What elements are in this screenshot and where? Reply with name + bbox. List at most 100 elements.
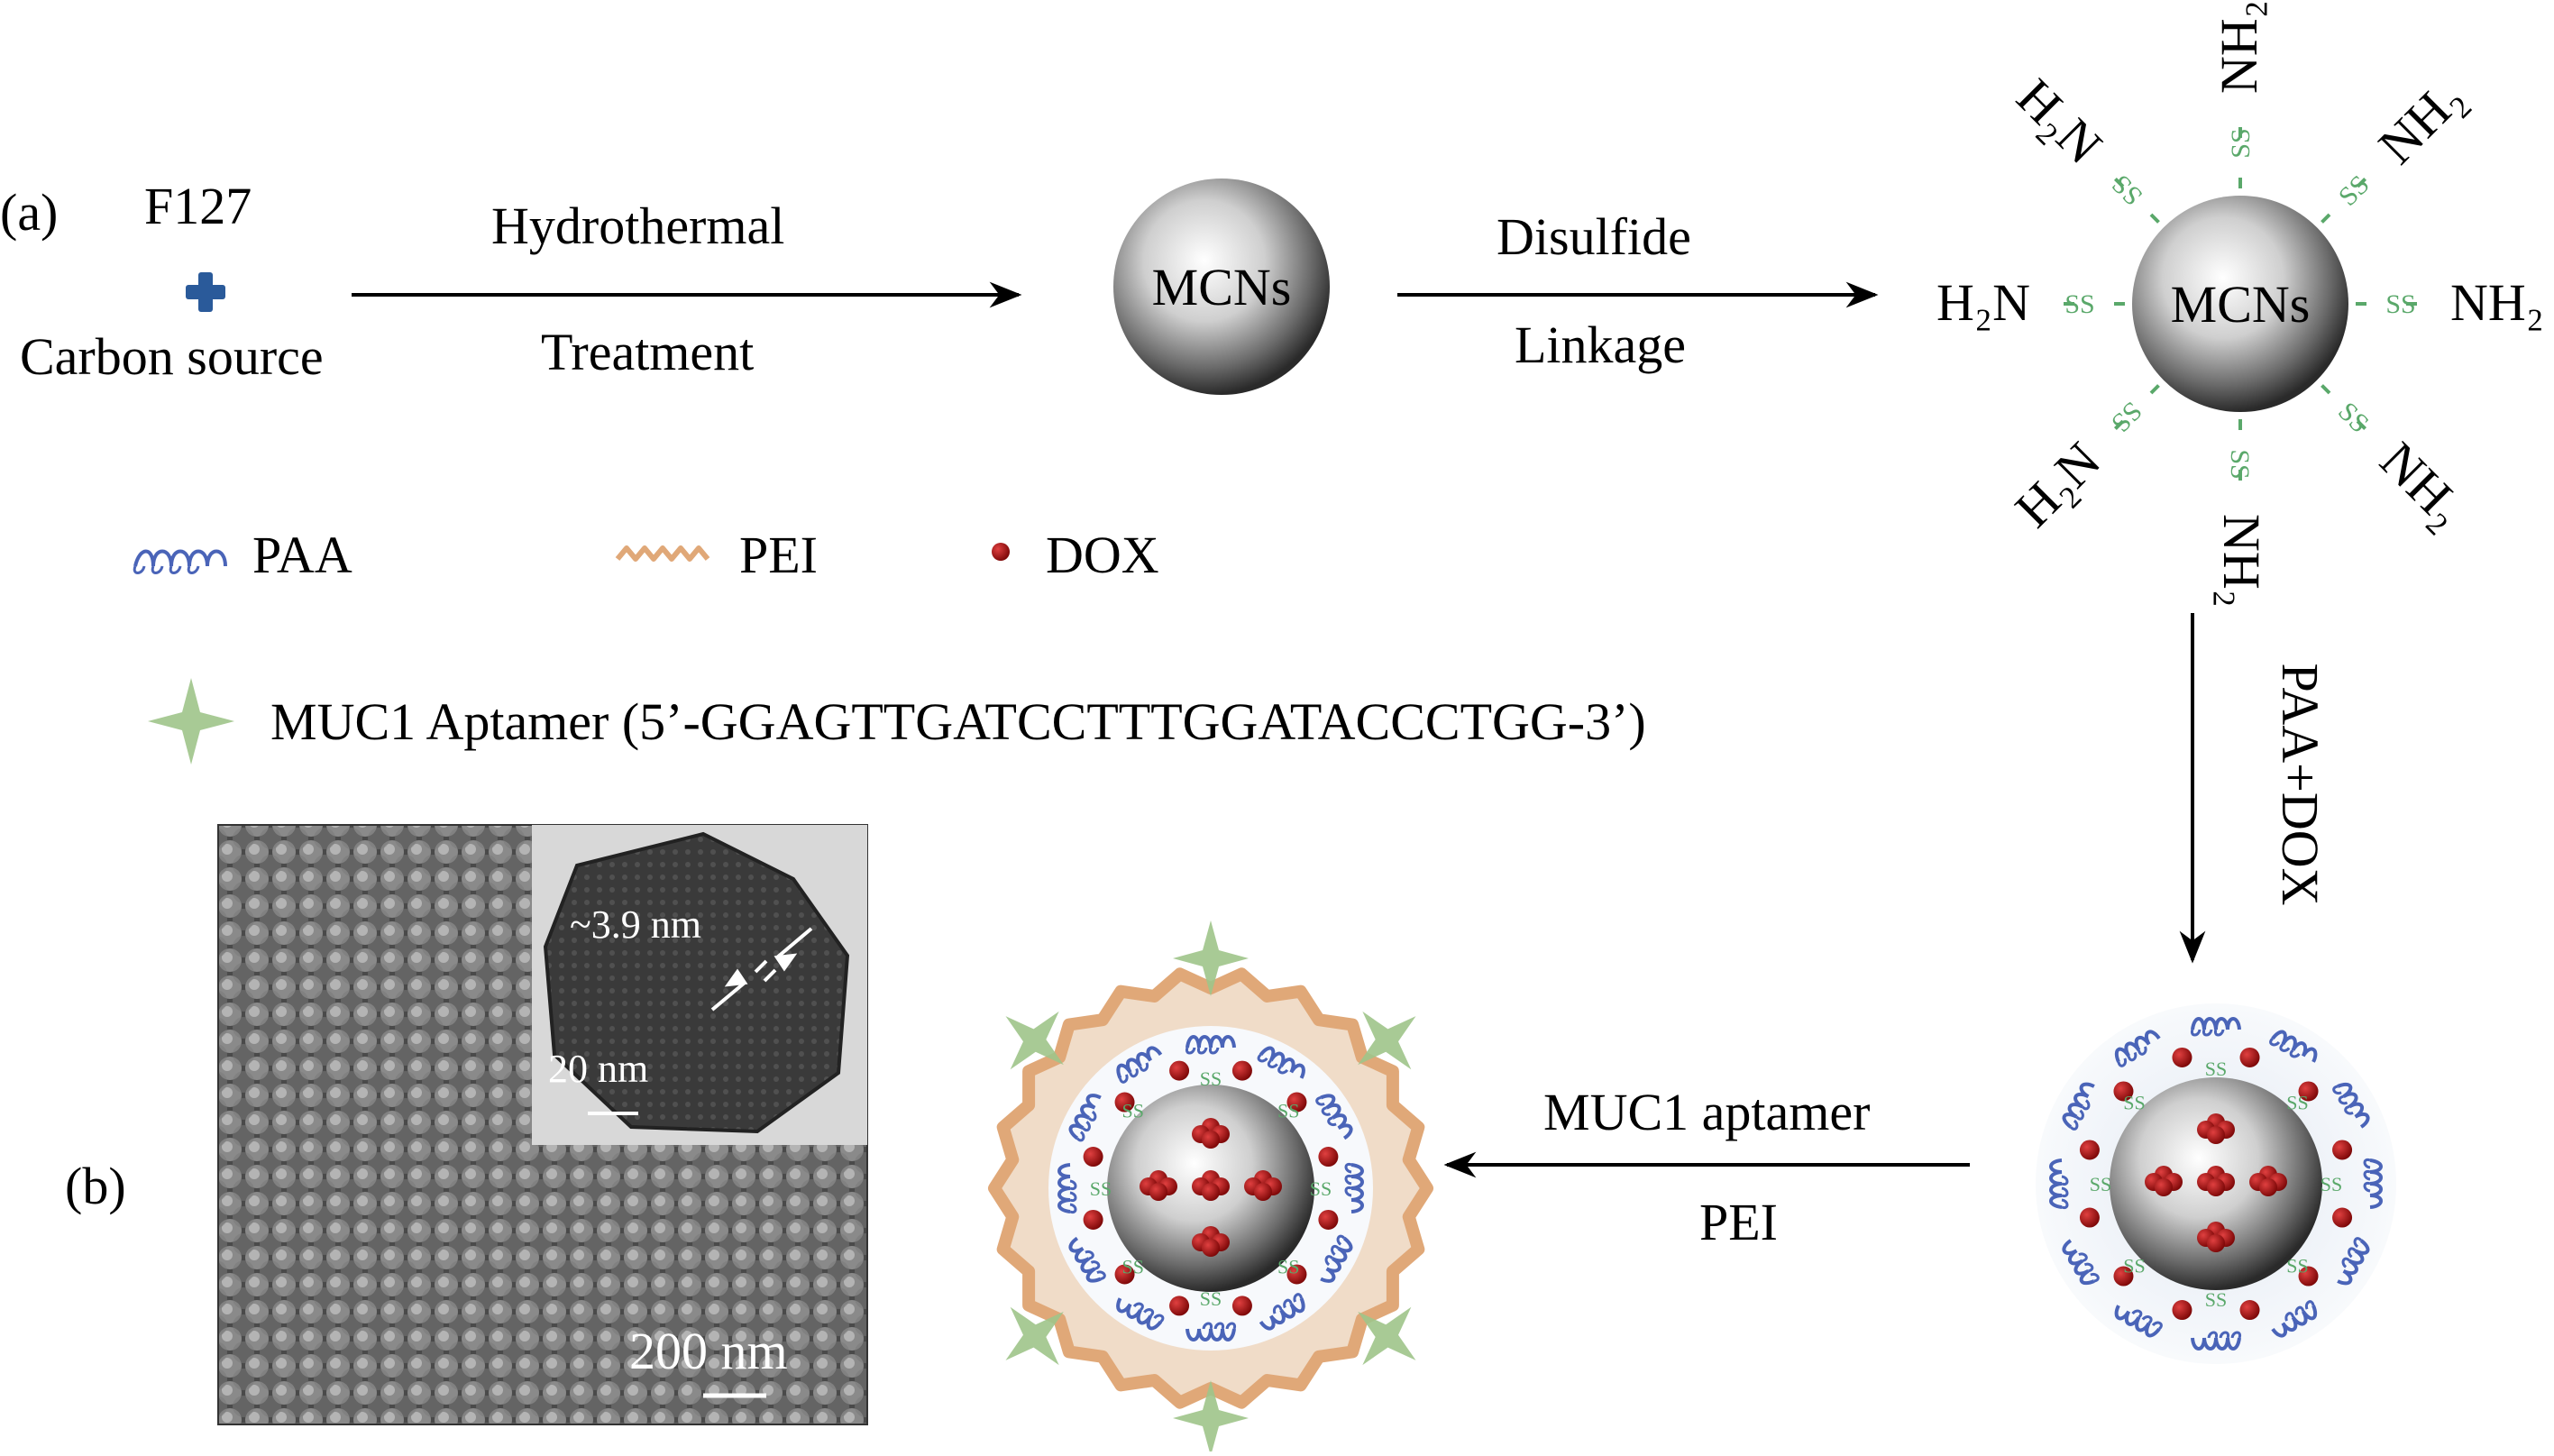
linker-ss: SS — [2333, 169, 2375, 212]
paa-coil — [1116, 1297, 1165, 1331]
pei-arrow-label: PEI — [1699, 1193, 1778, 1251]
dox-molecule — [1286, 1092, 1307, 1113]
muc1-aptamer-label: MUC1 aptamer — [1543, 1083, 1870, 1141]
linker-mark: SS — [2321, 1173, 2342, 1195]
linker-ss: SS — [2332, 397, 2375, 439]
dox-molecule — [2207, 1178, 2225, 1196]
amine-group: H₂N — [2006, 68, 2114, 176]
paa-coil — [1257, 1046, 1305, 1079]
paa-coil — [1259, 1293, 1305, 1331]
dox-molecule — [2239, 1300, 2260, 1321]
linker-mark: SS — [2123, 1091, 2145, 1113]
dox-molecule — [2332, 1140, 2353, 1160]
dox-molecule — [1231, 1296, 1252, 1316]
legend-aptamer-icon — [148, 678, 234, 765]
dox-molecule — [2259, 1178, 2277, 1196]
aptamer-star — [1358, 1011, 1416, 1070]
dox-molecule — [2207, 1126, 2225, 1144]
sem-scale-label: 200 nm — [629, 1322, 788, 1380]
legend-dox-label: DOX — [1046, 526, 1159, 584]
dox-molecule — [1202, 1239, 1220, 1257]
linker-mark: SS — [1200, 1287, 1222, 1310]
dox-molecule — [2079, 1140, 2100, 1160]
amine-group: NH₂ — [2210, 0, 2268, 94]
tem-inset — [532, 825, 867, 1145]
paa-coil — [2062, 1239, 2100, 1286]
dox-molecule — [2113, 1266, 2134, 1287]
dox-molecule — [1202, 1183, 1220, 1201]
amine-group: H₂N — [2004, 431, 2112, 539]
linkage-label: Linkage — [1515, 316, 1686, 374]
inset-pore-size: ~3.9 nm — [570, 902, 701, 947]
paa-coil — [1068, 1094, 1102, 1142]
paa-coil — [1185, 1035, 1236, 1055]
amine-group: NH₂ — [2367, 68, 2476, 176]
f127-label: F127 — [144, 177, 252, 235]
paa-coil — [1116, 1046, 1163, 1084]
linker-ss: SS — [2226, 128, 2256, 158]
aptamer-star — [1173, 1380, 1249, 1456]
linker-mark: SS — [2286, 1091, 2308, 1113]
aptamer-star — [1005, 1011, 1064, 1070]
amine-group: NH₂ — [2212, 514, 2271, 608]
paa-coil — [2049, 1158, 2069, 1210]
amine-group: NH₂ — [2450, 273, 2544, 332]
dox-molecule — [2172, 1300, 2192, 1321]
paa-coil — [2114, 1305, 2163, 1338]
linker-mark: SS — [1121, 1255, 1143, 1277]
dox-molecule — [1114, 1264, 1135, 1285]
plus-icon — [186, 272, 225, 312]
dox-molecule — [2298, 1081, 2319, 1102]
disulfide-label: Disulfide — [1497, 207, 1691, 266]
linker-ss: SS — [2064, 289, 2094, 319]
panel-b-label: (b) — [65, 1157, 126, 1215]
amine-group: H₂N — [1936, 273, 2030, 332]
dox-molecule — [1286, 1264, 1307, 1285]
functionalized-core — [2132, 196, 2348, 412]
linker-mark: SS — [1310, 1177, 1332, 1200]
amine-group: NH₂ — [2369, 431, 2477, 539]
inset-scale-label: 20 nm — [548, 1047, 648, 1091]
linker-mark: SS — [2090, 1173, 2111, 1195]
dox-molecule — [1083, 1209, 1103, 1230]
linker-mark: SS — [1090, 1177, 1112, 1200]
dox-molecule — [1202, 1131, 1220, 1149]
legend-aptamer-label: MUC1 Aptamer (5’-GGAGTTGATCCTTTGGATACCCT… — [270, 692, 1646, 751]
dox-molecule — [1083, 1147, 1103, 1168]
dox-molecule — [2239, 1047, 2260, 1067]
linker-ss: SS — [2106, 169, 2148, 211]
legend-pei-icon — [615, 545, 710, 562]
aptamer-star — [1005, 1306, 1064, 1366]
legend-pei-label: PEI — [739, 526, 818, 584]
linker-mark: SS — [2286, 1255, 2308, 1277]
dox-molecule — [2079, 1207, 2100, 1228]
functionalized-core-label: MCNs — [2171, 275, 2311, 334]
dox-molecule — [1149, 1183, 1167, 1201]
dox-molecule — [2113, 1081, 2134, 1102]
dox-molecule — [2172, 1047, 2192, 1067]
paa-coil — [1185, 1322, 1237, 1342]
dox-molecule — [1114, 1092, 1135, 1113]
linker-mark: SS — [1277, 1255, 1299, 1277]
paa-coil — [1320, 1234, 1353, 1283]
dox-molecule — [1231, 1060, 1252, 1081]
carbon-source-label: Carbon source — [20, 327, 324, 386]
paa-dox-label: PAA+DOX — [2271, 663, 2330, 905]
dox-molecule — [1254, 1183, 1272, 1201]
paa-coil — [2191, 1331, 2242, 1351]
paa-coil — [1344, 1162, 1364, 1213]
paa-coil — [2332, 1082, 2370, 1129]
paa-coil — [2271, 1300, 2318, 1338]
mcn-particle — [1113, 179, 1330, 395]
legend-dox-icon — [992, 543, 1010, 561]
